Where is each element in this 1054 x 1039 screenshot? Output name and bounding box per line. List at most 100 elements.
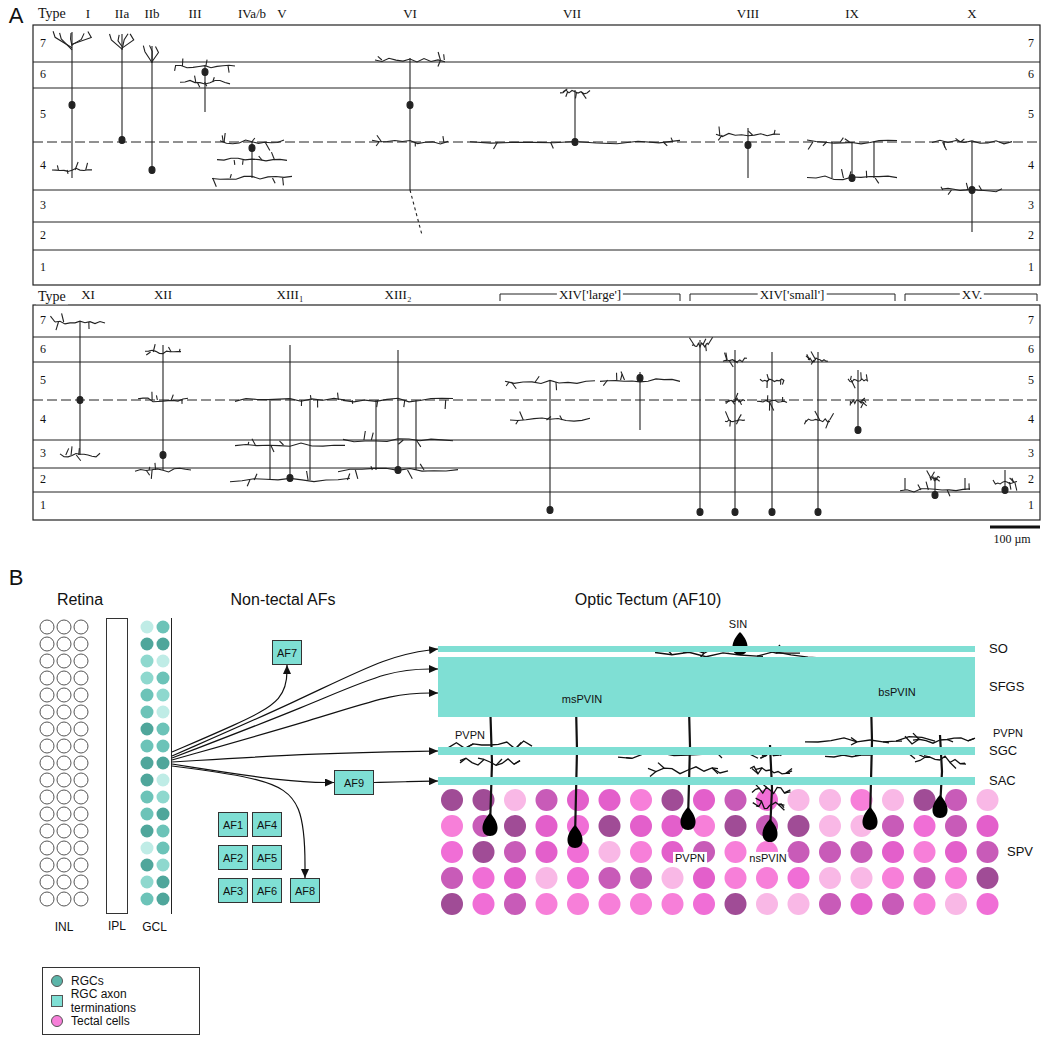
dendrite-arbor — [212, 176, 292, 179]
tectal-cell — [788, 867, 810, 889]
dendrite-twig — [739, 400, 741, 405]
tectal-cell — [819, 815, 841, 837]
neuron-drawing — [50, 313, 105, 460]
dendrite — [873, 142, 874, 178]
layer-number: 3 — [1026, 447, 1036, 460]
section-heading: Retina — [55, 591, 105, 609]
tectal-cell — [914, 815, 936, 837]
dendrite-twig — [851, 380, 855, 388]
layer-label: INL — [55, 921, 74, 934]
inl-cell — [57, 858, 71, 872]
tectal-cell — [945, 893, 967, 915]
axon — [410, 190, 422, 235]
inl-cell — [74, 892, 88, 906]
rgc-cell — [141, 774, 154, 787]
dendrite-twig — [563, 89, 567, 92]
tectal-cell — [599, 867, 621, 889]
dendrite-twig — [271, 445, 274, 452]
box-label: AF8 — [295, 884, 315, 896]
dendrite-arbor — [235, 443, 345, 446]
soma — [745, 142, 751, 149]
af-box: AF6 — [252, 878, 282, 903]
inl-cell — [74, 773, 88, 787]
type-heading: Type — [36, 6, 68, 21]
neuron-twig — [514, 761, 520, 765]
neuron-twig — [753, 803, 759, 807]
inl-cell — [57, 892, 71, 906]
dendrite-twig — [420, 464, 424, 470]
dendrite-twig — [352, 400, 354, 404]
dendrite-twig — [550, 142, 553, 148]
tectal-cell — [725, 867, 747, 889]
dendrite-twig — [156, 395, 158, 400]
tectal-cell — [851, 789, 873, 811]
inl-cell — [74, 705, 88, 719]
dendrite-twig — [146, 470, 150, 475]
tectal-cell — [473, 841, 495, 863]
tectal-cell — [693, 867, 715, 889]
tectal-cell — [662, 815, 684, 837]
neuron-stem — [770, 745, 772, 832]
dendrite-twig — [230, 174, 231, 178]
inl-cell — [57, 824, 71, 838]
soma — [1002, 487, 1008, 494]
dendrite — [151, 46, 152, 170]
neuron-twig — [919, 755, 925, 758]
tectal-cell — [725, 841, 747, 863]
inl-cell — [40, 858, 54, 872]
legend-text: Tectal cells — [71, 1014, 130, 1028]
dendrite-twig — [438, 60, 441, 66]
dendrite-arbor — [217, 158, 287, 161]
dendrite-twig — [213, 77, 215, 82]
layer-number: 3 — [1026, 199, 1036, 212]
dendrite-twig — [76, 455, 81, 461]
table-frame — [33, 25, 1040, 285]
dendrite-twig — [317, 400, 318, 407]
neuron-drawing — [723, 350, 747, 516]
dendrite-twig — [50, 316, 55, 322]
dendrite-twig — [378, 56, 382, 60]
layer-table — [33, 305, 1040, 520]
projection-arrow — [172, 751, 438, 762]
dendrite-twig — [581, 92, 586, 99]
inl-cell — [74, 671, 88, 685]
dendrite-twig — [769, 402, 770, 411]
dendrite-twig — [494, 142, 498, 149]
tectal-cell — [819, 867, 841, 889]
rgc-cell — [141, 638, 154, 651]
dendrite-twig — [566, 92, 568, 97]
dendrite-tree — [118, 35, 122, 47]
dendrite-twig — [247, 442, 249, 445]
dendrite-twig — [815, 411, 820, 420]
layer-number: 2 — [1026, 229, 1036, 242]
layer-label: IPL — [108, 920, 126, 933]
dendrite-twig — [516, 420, 519, 424]
dendrite-twig — [168, 347, 171, 352]
tectal-neuron — [750, 745, 792, 842]
neuron-twig — [851, 738, 857, 742]
dendrite-arbor — [372, 140, 448, 144]
type-label: I — [84, 7, 92, 21]
tectal-cell — [567, 893, 589, 915]
inl-cell — [40, 739, 54, 753]
layer-label: SFGS — [989, 680, 1024, 694]
cell-type-label: nsPVIN — [747, 852, 788, 864]
dendrite-twig — [506, 382, 509, 386]
tectal-cell — [662, 893, 684, 915]
dendrite-twig — [1012, 478, 1014, 482]
rgc-cell — [157, 672, 170, 685]
dendrite-twig — [1015, 482, 1017, 491]
neuron-soma — [482, 813, 497, 836]
box-label: AF4 — [257, 818, 277, 830]
neuron-twig — [756, 798, 762, 801]
legend-text: RGC axon terminations — [71, 987, 191, 1015]
dendrite-twig — [941, 187, 943, 190]
tectal-cell — [473, 867, 495, 889]
tectal-cell — [441, 815, 463, 837]
type-label: V — [275, 7, 288, 21]
layer-number: 2 — [1026, 473, 1036, 486]
dendrite-arbor — [138, 398, 188, 402]
neuron-drawing — [110, 34, 134, 144]
inl-cell — [74, 637, 88, 651]
tectal-cell-grid — [441, 789, 999, 915]
